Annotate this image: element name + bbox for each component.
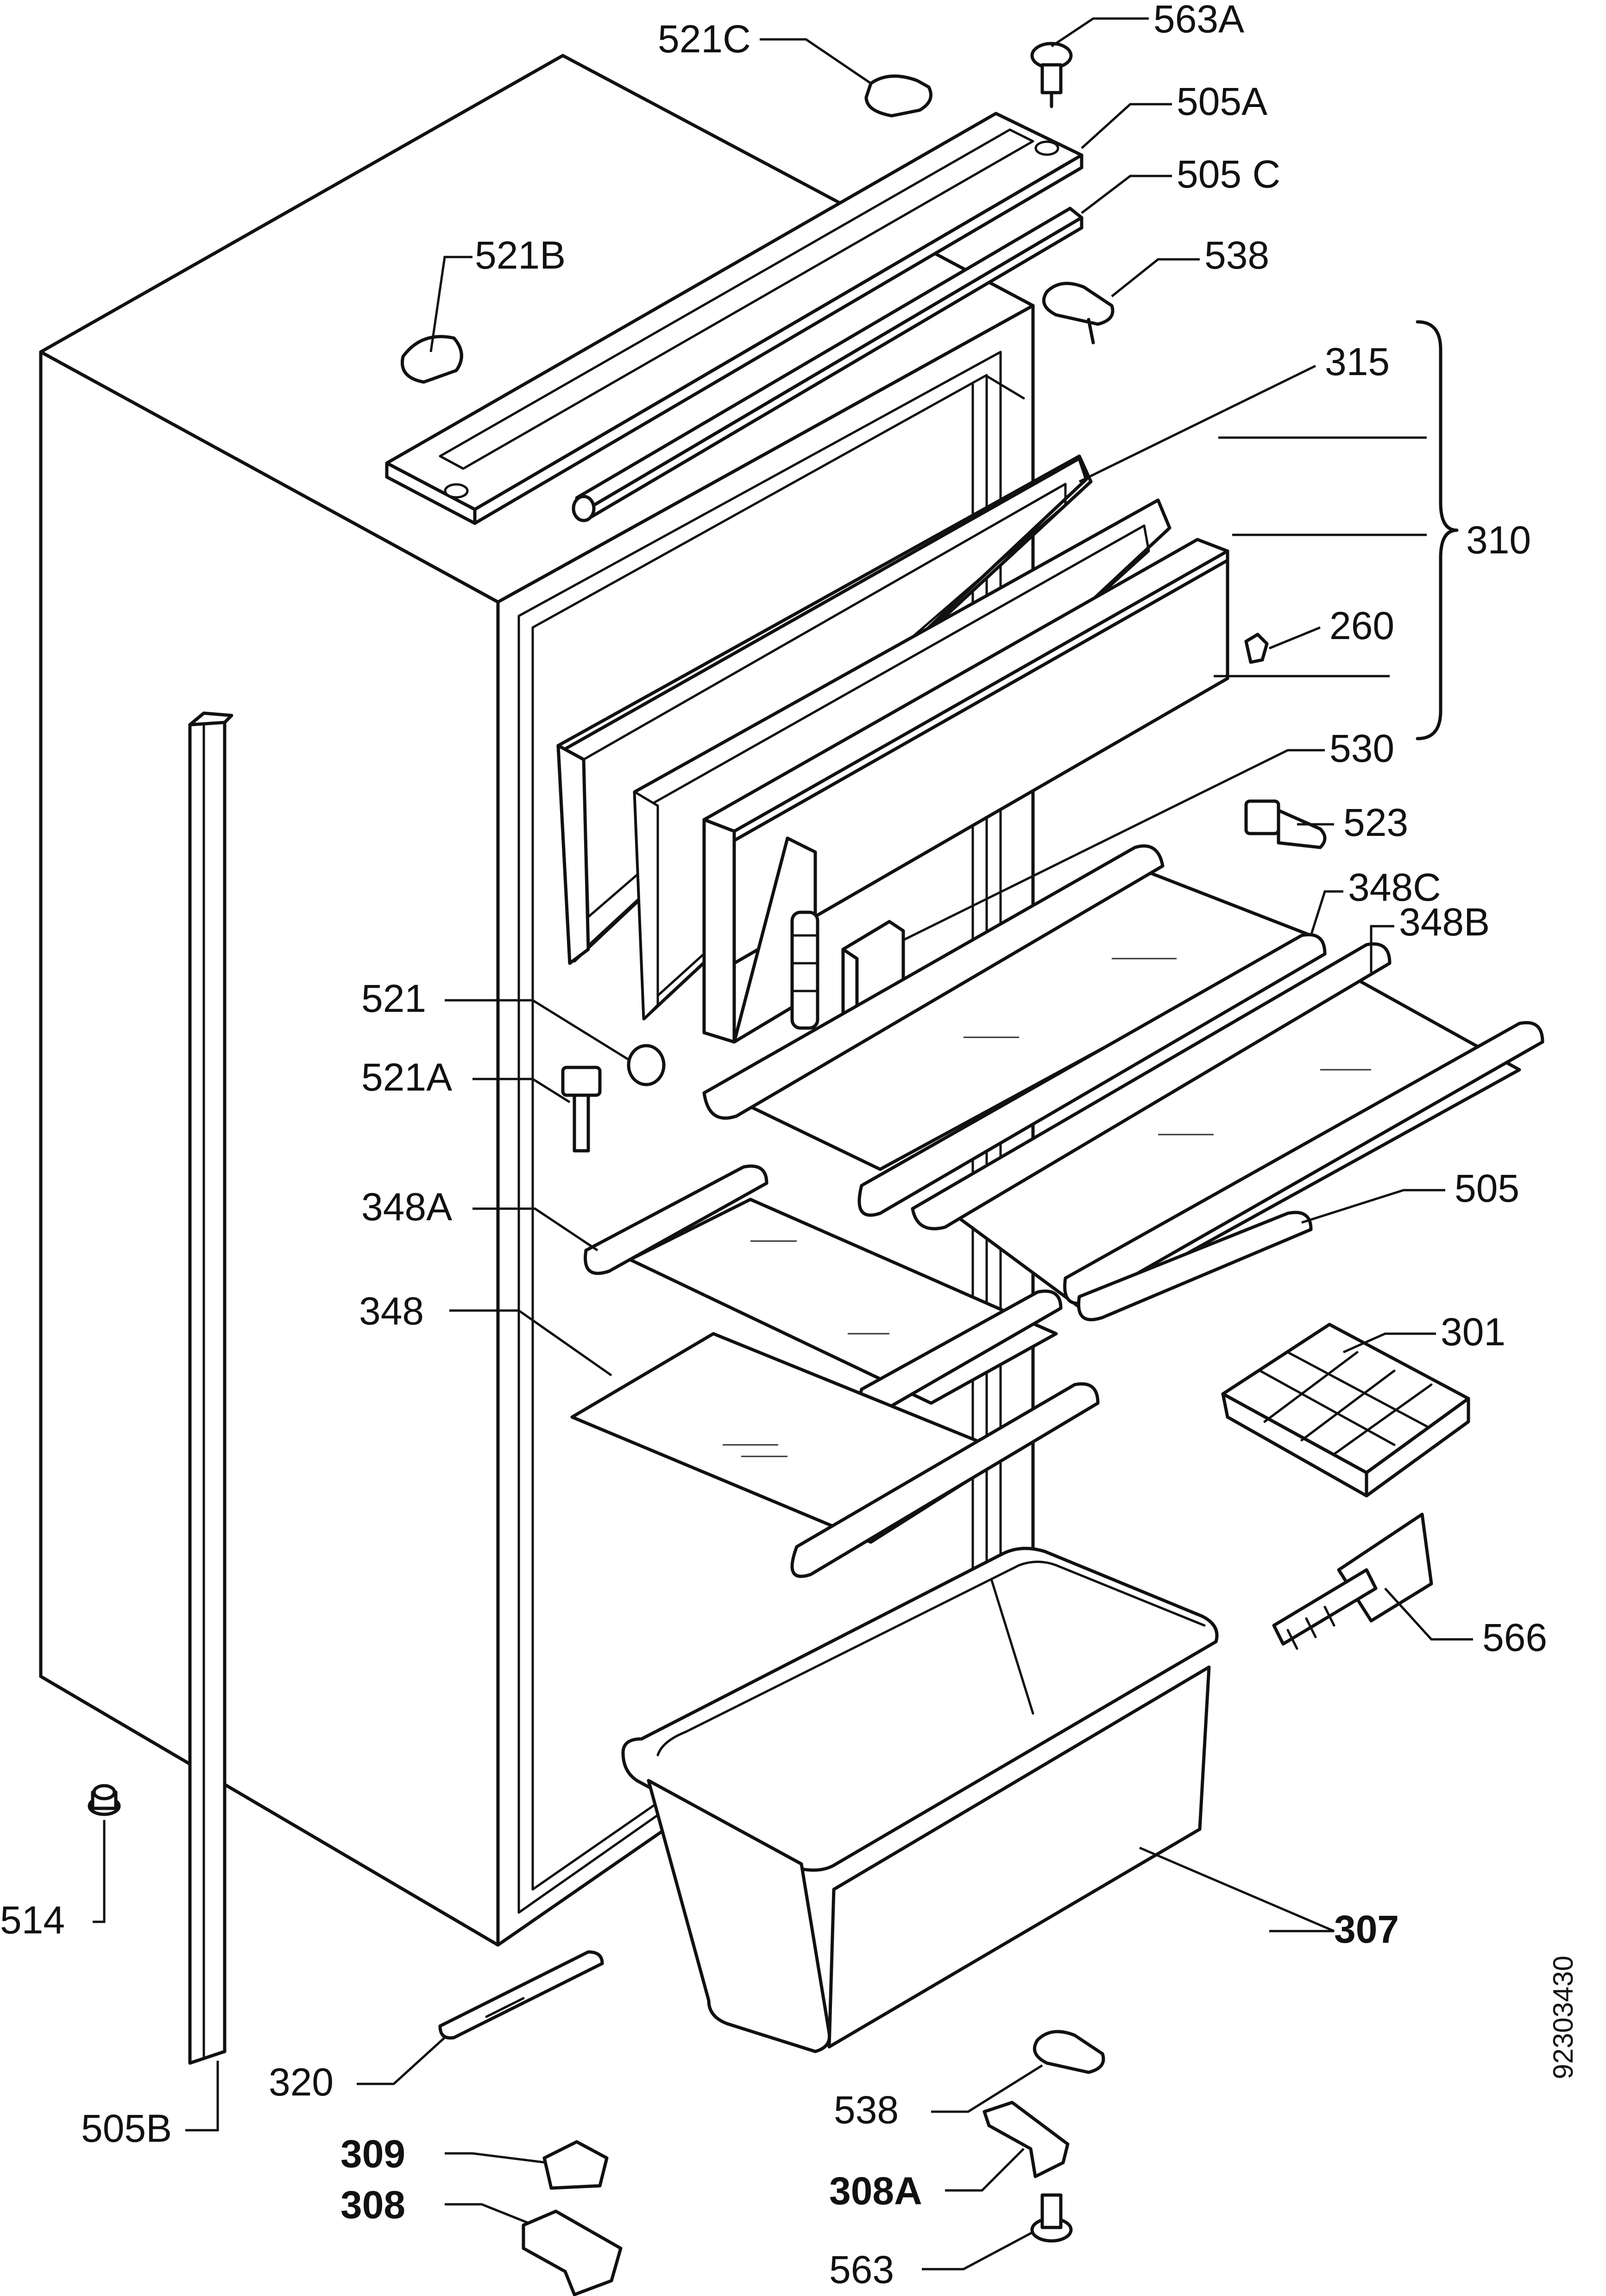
top-hinge-cover-505a [385,112,1083,525]
label-505c: 505 C [1177,152,1280,196]
label-348b: 348B [1399,900,1490,944]
shelf-348b [911,942,1544,1312]
group-brace-310 [1416,320,1459,740]
label-320: 320 [269,2060,334,2104]
label-505a: 505A [1177,80,1267,123]
label-307: 307 [1334,1907,1399,1951]
label-521c: 521C [658,17,751,61]
label-563a: 563A [1153,0,1244,41]
bracket-308 [522,2209,623,2296]
rail-320 [438,1950,604,2040]
label-514: 514 [0,1898,65,1942]
label-309: 309 [340,2132,405,2176]
label-521a: 521A [361,1055,452,1099]
shelf-348 [570,1332,1100,1578]
label-308a: 308A [829,2169,922,2213]
bracket-308a [982,2101,1070,2178]
bracket-523 [1244,799,1327,849]
hinge-521a [561,1066,602,1153]
label-521b: 521B [475,233,566,277]
foot-514 [88,1784,121,1816]
label-523: 523 [1343,801,1408,844]
label-315: 315 [1325,340,1390,383]
cap-521b [401,335,463,384]
ice-tray-301 [1221,1323,1470,1498]
crisper-drawer-307 [621,1547,1219,2053]
label-348: 348 [359,1289,424,1333]
shelf-348a [584,1164,1063,1416]
label-260: 260 [1329,604,1394,647]
label-521: 521 [361,977,426,1020]
label-566: 566 [1482,1616,1547,1659]
label-563: 563 [829,2248,894,2291]
label-505: 505 [1455,1167,1519,1210]
label-530: 530 [1329,727,1394,770]
hinge-pin-538-top [1042,282,1115,345]
seal-strip-505c [572,207,1083,522]
hinge-strip-505b [188,711,233,2065]
label-538-bottom: 538 [834,2088,899,2132]
ice-scraper-566 [1272,1512,1433,1650]
label-505b: 505B [81,2107,172,2150]
shelf-348c [702,844,1327,1217]
label-538-top: 538 [1204,233,1269,277]
drawing-number: 92303430 [1548,1956,1579,2079]
screw-563 [1030,2193,1073,2243]
leader-lines [93,17,1473,2271]
block-309 [542,2140,609,2190]
cabinet-body [39,54,1035,1947]
label-348a: 348A [361,1185,452,1229]
label-301: 301 [1441,1310,1505,1354]
label-348c: 348C [1348,866,1441,909]
label-310: 310 [1466,518,1531,562]
screw-563a [1030,42,1073,108]
shelf-505 [1077,1211,1313,1322]
cap-521c [864,74,932,118]
hinge-spring [790,910,819,1030]
pin-260 [1244,633,1269,664]
hinge-pin-538-bottom [1033,2030,1105,2074]
label-308: 308 [340,2183,405,2227]
cover-521 [627,1044,666,1086]
